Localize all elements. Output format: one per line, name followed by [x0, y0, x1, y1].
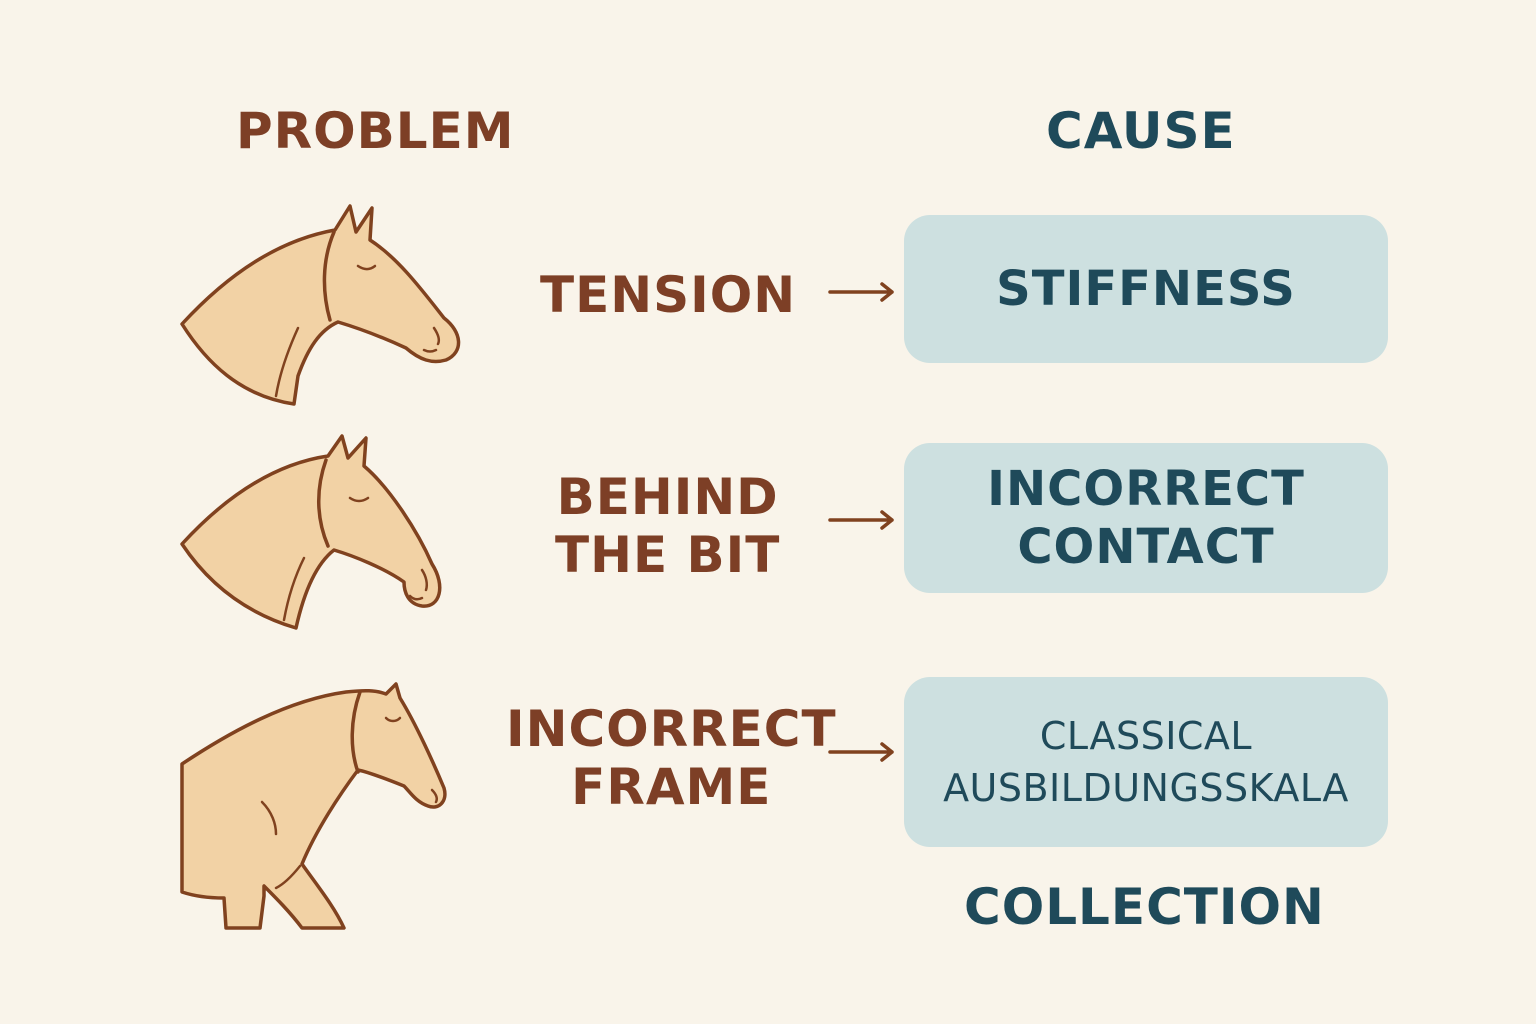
cause-box: INCORRECT CONTACT	[904, 443, 1388, 593]
footer-label: COLLECTION	[964, 878, 1325, 936]
problem-label: BEHIND THE BIT	[555, 468, 781, 584]
problem-label: TENSION	[540, 266, 797, 324]
horse-head-tense-icon	[180, 204, 461, 406]
arrow-right-icon	[828, 510, 894, 530]
horse-forehand-icon	[180, 682, 447, 930]
cause-box: STIFFNESS	[904, 215, 1388, 363]
cause-column-heading: CAUSE	[1046, 102, 1236, 160]
problem-column-heading: PROBLEM	[236, 102, 515, 160]
problem-label: INCORRECT FRAME	[506, 700, 837, 816]
horse-head-behind-bit-icon	[180, 434, 442, 630]
arrow-right-icon	[828, 742, 894, 762]
cause-box: CLASSICAL AUSBILDUNGSSKALA	[904, 677, 1388, 847]
arrow-right-icon	[828, 282, 894, 302]
